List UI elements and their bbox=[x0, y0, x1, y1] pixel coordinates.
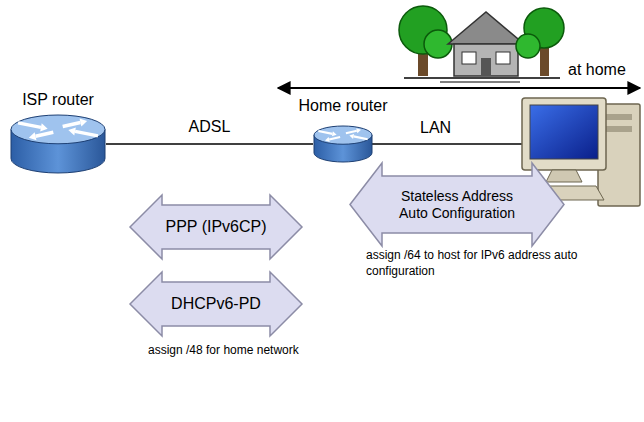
router-arrow bbox=[18, 123, 41, 127]
router-arrow bbox=[63, 123, 81, 127]
place-label: at home bbox=[568, 60, 626, 81]
note-text: assign /64 to host for IPv6 address auto… bbox=[366, 248, 598, 279]
router-icon bbox=[313, 125, 373, 163]
house-illustration bbox=[399, 6, 564, 82]
lan-wire bbox=[366, 143, 522, 145]
arrow-label: PPP (IPv6CP) bbox=[165, 217, 266, 236]
house-roof bbox=[448, 12, 524, 44]
router-arrow bbox=[36, 132, 54, 136]
link-label: ADSL bbox=[189, 117, 231, 138]
double-arrow-body bbox=[350, 163, 564, 246]
link-line bbox=[106, 143, 313, 145]
tree-crown bbox=[516, 34, 540, 58]
house-window bbox=[496, 52, 510, 64]
double-arrow-body bbox=[130, 195, 302, 259]
router-top bbox=[314, 126, 372, 144]
house-door bbox=[481, 58, 491, 76]
router-arrowhead bbox=[29, 132, 37, 140]
note-text: assign /48 for home network bbox=[148, 343, 299, 359]
router-arrow bbox=[318, 131, 332, 134]
router-arrows bbox=[318, 128, 367, 142]
double-arrow-shape: DHCPv6-PD bbox=[130, 272, 302, 336]
place-label: LAN bbox=[420, 118, 451, 139]
tree-trunk bbox=[540, 48, 549, 76]
router-node: ISP router bbox=[8, 90, 108, 174]
ground-line bbox=[404, 77, 560, 79]
router-arrow bbox=[329, 137, 340, 140]
double-arrow-body bbox=[130, 272, 302, 336]
router-label: Home router bbox=[288, 96, 398, 115]
router-node: Home router bbox=[288, 96, 398, 163]
ground-line bbox=[440, 82, 520, 83]
monitor-screen bbox=[530, 105, 598, 159]
monitor-frame bbox=[522, 98, 606, 170]
router-arrow bbox=[75, 131, 98, 135]
router-arrowhead bbox=[325, 137, 330, 142]
router-arrowhead bbox=[40, 123, 48, 131]
arrow-label: Stateless Address Auto Configuration bbox=[386, 188, 528, 222]
router-arrowhead bbox=[332, 131, 337, 136]
arrow-text-wrap: PPP (IPv6CP) bbox=[130, 195, 302, 259]
drive-bay bbox=[606, 126, 632, 132]
house-wall bbox=[454, 44, 518, 76]
router-arrowhead bbox=[349, 134, 354, 139]
house-window bbox=[462, 52, 476, 64]
router-arrow bbox=[346, 131, 357, 134]
double-arrow-shape: Stateless Address Auto Configuration bbox=[350, 163, 564, 246]
router-arrowhead bbox=[68, 127, 76, 135]
router-arrows bbox=[18, 119, 98, 141]
arrow-text-wrap: DHCPv6-PD bbox=[130, 272, 302, 336]
router-arrow bbox=[354, 136, 368, 139]
arrow-text-wrap: Stateless Address Auto Configuration bbox=[350, 163, 564, 246]
router-arrowhead bbox=[356, 128, 361, 133]
router-label: ISP router bbox=[8, 90, 108, 109]
arrow-label: DHCPv6-PD bbox=[171, 294, 261, 313]
drive-bay bbox=[606, 114, 632, 120]
monitor-stand bbox=[546, 170, 582, 182]
span-arrow bbox=[278, 87, 640, 89]
double-arrow-shape: PPP (IPv6CP) bbox=[130, 195, 302, 259]
router-top bbox=[11, 115, 105, 144]
router-icon bbox=[10, 114, 106, 174]
router-arrowhead bbox=[80, 119, 88, 127]
